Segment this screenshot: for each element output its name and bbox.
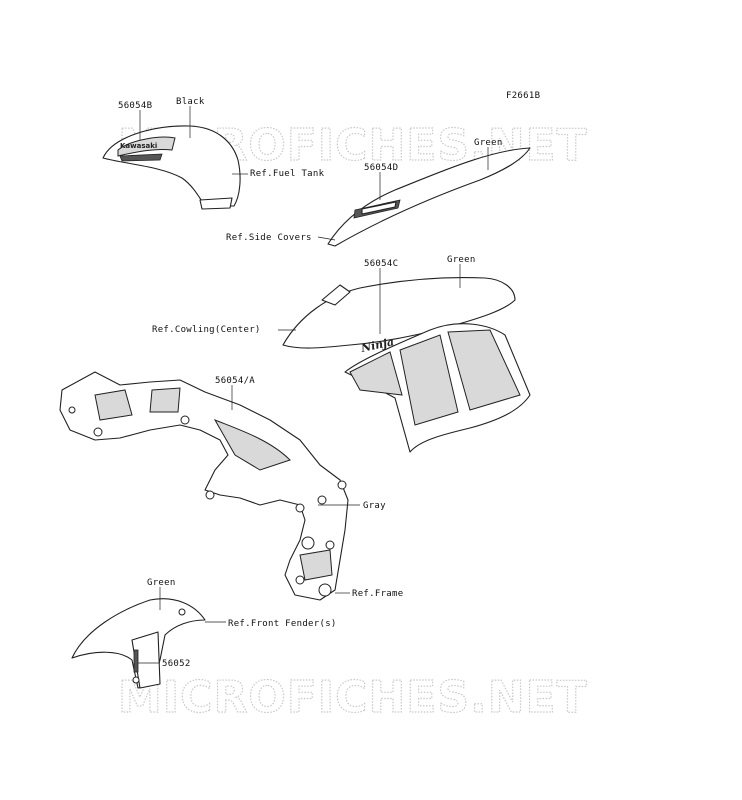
label-green-cowling: Green — [447, 255, 476, 265]
label-black: Black — [176, 97, 205, 107]
label-ref-frame: Ref.Frame — [352, 589, 403, 599]
front-fender-decal[interactable] — [71, 598, 206, 689]
label-gray: Gray — [363, 501, 386, 511]
label-56054a: 56054/A — [215, 376, 255, 386]
tank-decal-logo: Kawasaki — [120, 142, 157, 150]
side-cover-decal[interactable] — [327, 147, 531, 247]
label-green-fender: Green — [147, 578, 176, 588]
diagram-code: F2661B — [506, 91, 540, 101]
label-ref-fuel-tank: Ref.Fuel Tank — [250, 169, 325, 179]
watermark-bottom: MICROFICHES.NET — [118, 672, 588, 723]
label-56054b: 56054B — [118, 101, 152, 111]
fuel-tank-decal[interactable]: Kawasaki — [102, 125, 241, 210]
label-ref-cowling-center: Ref.Cowling(Center) — [152, 325, 261, 335]
label-56052: 56052 — [162, 659, 191, 669]
label-ref-side-covers: Ref.Side Covers — [226, 233, 312, 243]
label-ref-front-fender: Ref.Front Fender(s) — [228, 619, 337, 629]
label-56054d: 56054D — [364, 163, 398, 173]
label-green-sidecover: Green — [474, 138, 503, 148]
cowling-decal[interactable]: Ninja — [282, 276, 531, 453]
frame-decal[interactable] — [59, 371, 349, 601]
label-56054c: 56054C — [364, 259, 398, 269]
